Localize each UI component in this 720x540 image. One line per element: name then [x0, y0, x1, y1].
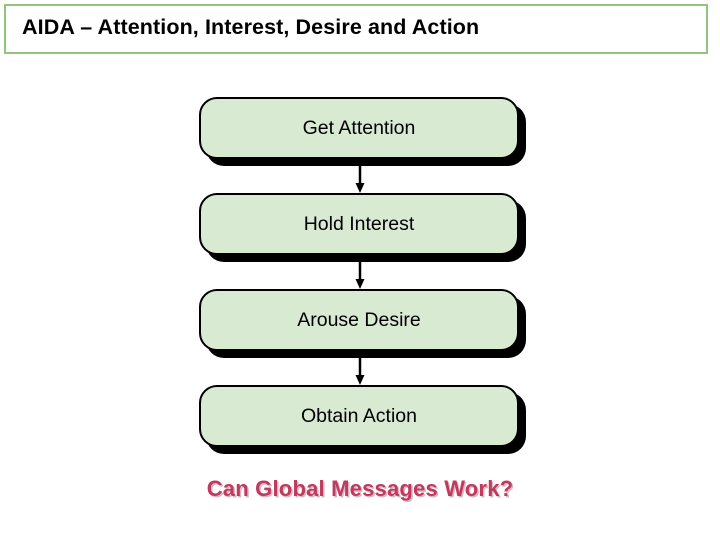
flow-node-obtain-action[interactable]: Obtain Action: [199, 385, 519, 447]
flow-node-label: Get Attention: [302, 116, 416, 139]
arrow-down-icon: [355, 352, 365, 386]
flow-node-label: Hold Interest: [303, 212, 415, 235]
arrow-down-icon: [355, 160, 365, 194]
flow-node-get-attention[interactable]: Get Attention: [199, 97, 519, 159]
page-title: AIDA – Attention, Interest, Desire and A…: [22, 15, 480, 39]
flow-node-hold-interest[interactable]: Hold Interest: [199, 193, 519, 255]
slide-caption: Can Global Messages Work?: [206, 476, 514, 501]
arrow-down-icon: [355, 256, 365, 290]
flow-node-label: Obtain Action: [301, 404, 417, 427]
flow-node-label: Arouse Desire: [297, 308, 421, 331]
flow-node-arouse-desire[interactable]: Arouse Desire: [199, 289, 519, 351]
title-bar: AIDA – Attention, Interest, Desire and A…: [4, 4, 708, 54]
